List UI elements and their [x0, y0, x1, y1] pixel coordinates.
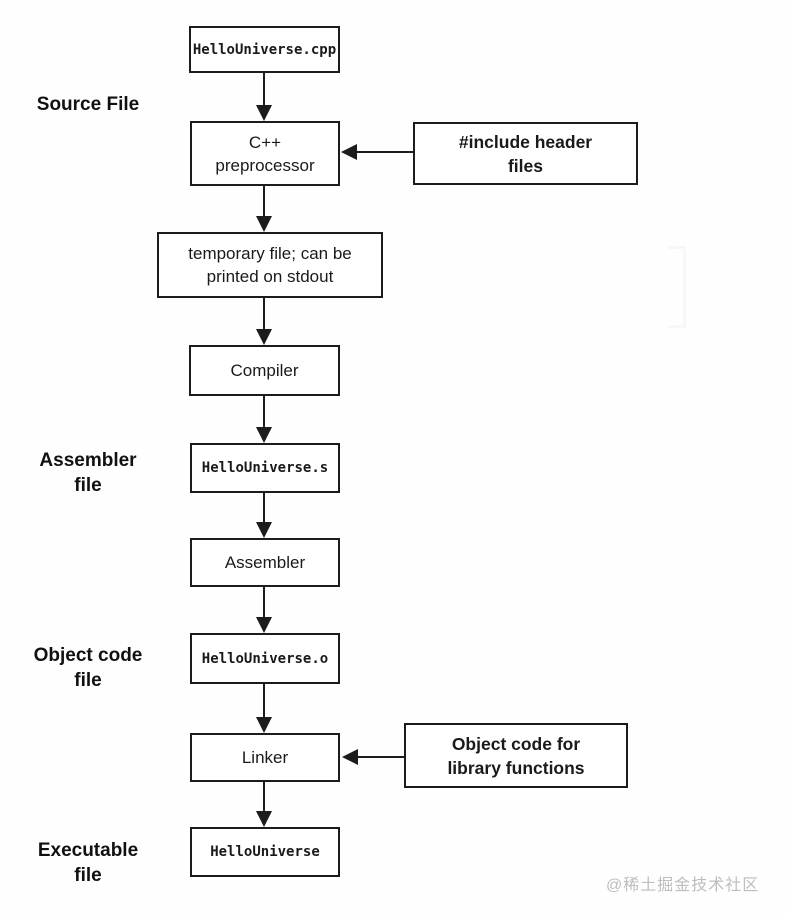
arrow-left-icon: [342, 749, 358, 765]
arrow-line: [263, 782, 265, 813]
stage-label-object-code-file: Object code file: [33, 645, 143, 691]
arrow-line: [263, 684, 265, 719]
flow-node-temporary-file: temporary file; can be printed on stdout: [157, 232, 383, 298]
arrow-line: [356, 756, 404, 758]
stage-label-assembler-file: Assembler file: [39, 450, 137, 496]
watermark-text: @稀土掘金技术社区: [606, 877, 760, 894]
stage-label-executable-file: Executable file: [37, 840, 139, 886]
flow-node-hellouniverse-s: HelloUniverse.s: [190, 443, 340, 493]
flow-node-hellouniverse-o: HelloUniverse.o: [190, 633, 340, 684]
arrow-line: [263, 587, 265, 619]
arrow-down-icon: [256, 216, 272, 232]
arrow-left-icon: [341, 144, 357, 160]
arrow-down-icon: [256, 105, 272, 121]
arrow-down-icon: [256, 329, 272, 345]
arrow-down-icon: [256, 617, 272, 633]
flow-node-hellouniverse-cpp: HelloUniverse.cpp: [189, 26, 340, 73]
flow-node-assembler: Assembler: [190, 538, 340, 587]
arrow-line: [355, 151, 413, 153]
arrow-line: [263, 186, 265, 218]
flow-node-linker: Linker: [190, 733, 340, 782]
annotation-object-code-library: Object code for library functions: [404, 723, 628, 788]
arrow-line: [263, 298, 265, 331]
arrow-down-icon: [256, 522, 272, 538]
flow-node-hellouniverse: HelloUniverse: [190, 827, 340, 877]
flow-node-cpp-preprocessor: C++ preprocessor: [190, 121, 340, 186]
arrow-line: [263, 73, 265, 107]
arrow-line: [263, 493, 265, 524]
stage-label-source-file: Source File: [36, 94, 140, 115]
arrow-down-icon: [256, 427, 272, 443]
flow-node-compiler: Compiler: [189, 345, 340, 396]
annotation-include-header-files: #include header files: [413, 122, 638, 185]
faint-bracket-artifact: [668, 246, 686, 328]
arrow-down-icon: [256, 717, 272, 733]
arrow-line: [263, 396, 265, 429]
arrow-down-icon: [256, 811, 272, 827]
